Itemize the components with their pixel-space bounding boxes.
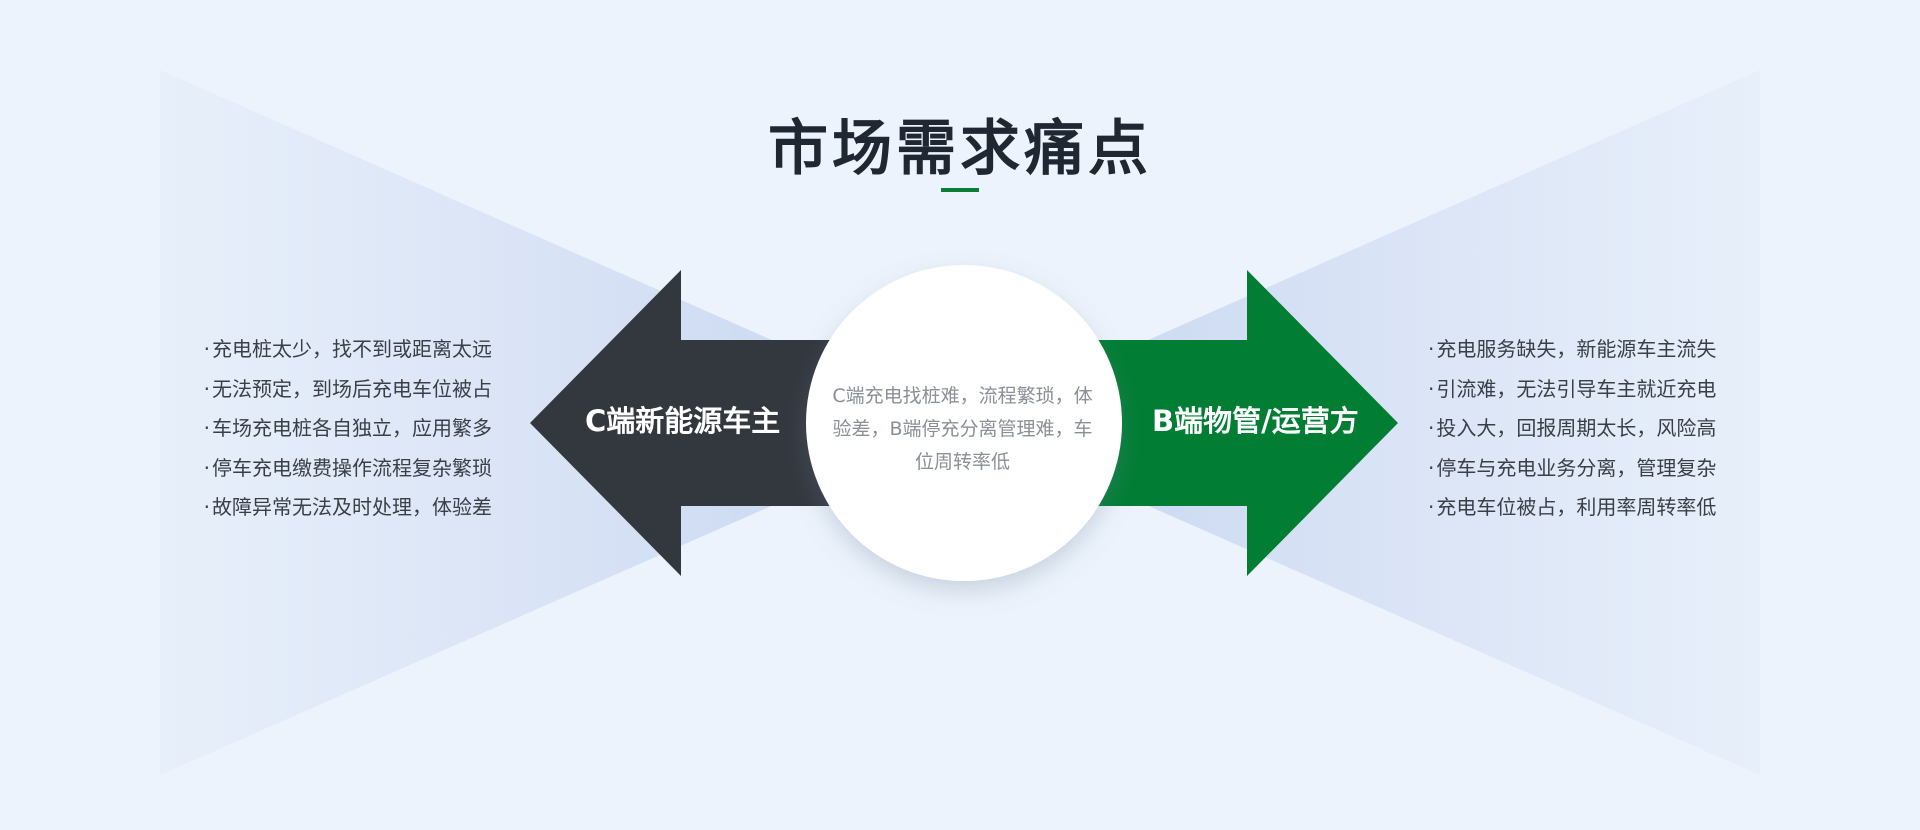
list-item: 车场充电桩各自独立，应用繁多	[204, 409, 492, 449]
right-arrow-label: B端物管/运营方	[1152, 404, 1359, 438]
center-circle	[806, 265, 1122, 581]
list-item: 停车充电缴费操作流程复杂繁琐	[204, 449, 492, 489]
center-summary-text: C端充电找桩难，流程繁琐，体验差，B端停充分离管理难，车位周转率低	[832, 385, 1093, 473]
list-item: 投入大，回报周期太长，风险高	[1428, 409, 1716, 449]
list-item: 故障异常无法及时处理，体验差	[204, 488, 492, 528]
list-item: 充电桩太少，找不到或距离太远	[204, 330, 492, 370]
left-arrow-shape	[530, 270, 860, 576]
left-arrow-label: C端新能源车主	[585, 404, 781, 438]
b-side-pain-points-list: 充电服务缺失，新能源车主流失 引流难，无法引导车主就近充电 投入大，回报周期太长…	[1428, 330, 1716, 528]
list-item: 停车与充电业务分离，管理复杂	[1428, 449, 1716, 489]
right-arrow-shape	[1070, 270, 1398, 576]
list-item: 充电车位被占，利用率周转率低	[1428, 488, 1716, 528]
list-item: 无法预定，到场后充电车位被占	[204, 370, 492, 410]
c-side-pain-points-list: 充电桩太少，找不到或距离太远 无法预定，到场后充电车位被占 车场充电桩各自独立，…	[204, 330, 492, 528]
page-title: 市场需求痛点	[768, 114, 1152, 184]
list-item: 引流难，无法引导车主就近充电	[1428, 370, 1716, 410]
list-item: 充电服务缺失，新能源车主流失	[1428, 330, 1716, 370]
title-underline	[941, 188, 979, 192]
